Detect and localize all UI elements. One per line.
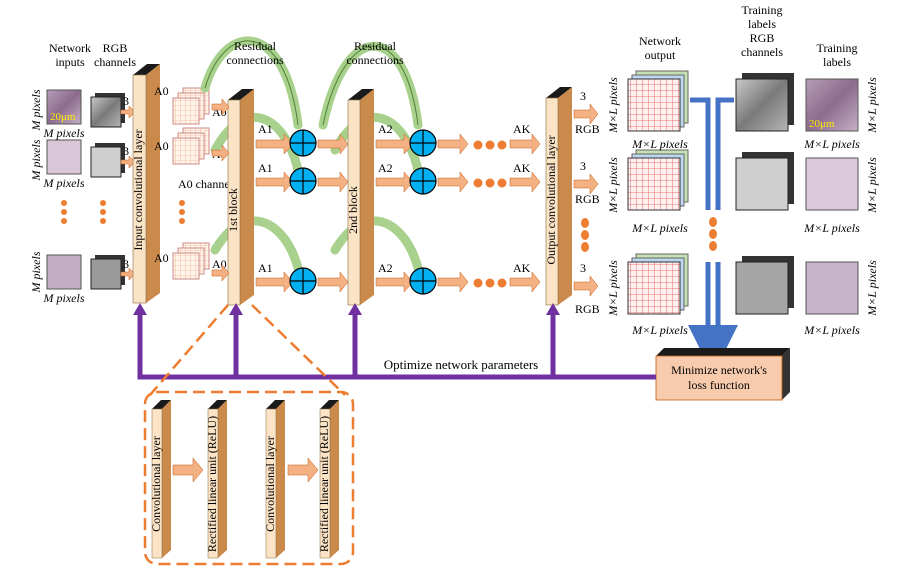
m-pixels-h2: M pixels — [43, 176, 85, 190]
relu-label-1: Rectified linear unit (ReLU) — [205, 416, 219, 552]
a2-label-2: A2 — [378, 161, 393, 175]
output-conv-layer: Output convolutional layer — [544, 87, 572, 306]
m-pixels-v3: M pixels — [29, 251, 43, 293]
a0-label-2: A0 — [154, 139, 169, 153]
ml-pixels-h1: M×L pixels — [631, 137, 688, 151]
first-block: 1st block — [226, 89, 254, 306]
residual-arc-outlines — [204, 40, 419, 126]
sum-node — [289, 129, 317, 157]
a1-label-2: A1 — [258, 161, 273, 175]
second-block: 2nd block — [346, 89, 374, 306]
ml-pixels-h6: M×L pixels — [803, 323, 860, 337]
relu-label-2: Rectified linear unit (ReLU) — [317, 416, 331, 552]
a0-channels-label: A0 channels — [178, 177, 238, 191]
ml-pixels-h4: M×L pixels — [803, 137, 860, 151]
sum-node — [409, 129, 437, 157]
detail-layer-2: Rectified linear unit (ReLU) — [205, 400, 227, 559]
out-three-3: 3 — [580, 261, 586, 275]
a1-label-1: A1 — [258, 122, 273, 136]
second-block-label: 2nd block — [346, 186, 360, 234]
detail-layer-4: Rectified linear unit (ReLU) — [317, 400, 339, 559]
input-ellipsis — [61, 200, 185, 224]
three-label-3: 3 — [123, 257, 129, 271]
a1-label-3: A1 — [258, 261, 273, 275]
zoom-lines — [149, 304, 346, 396]
m-pixels-h1: M pixels — [43, 126, 85, 140]
detail-layer-1: Convolutional layer — [149, 400, 171, 559]
ml-pixels-h3: M×L pixels — [631, 323, 688, 337]
input-tiles: 20μm — [46, 89, 125, 290]
ml-pixels-v5: M×L pixels — [865, 157, 879, 214]
detail-layer-3: Convolutional layer — [263, 400, 285, 559]
a2-label-3: A2 — [378, 261, 393, 275]
optimize-label: Optimize network parameters — [384, 357, 539, 372]
out-three-2: 3 — [580, 159, 586, 173]
a0-label-3: A0 — [154, 251, 169, 265]
ml-pixels-v1: M×L pixels — [606, 77, 620, 134]
block-ellipsis — [473, 140, 507, 288]
output-grids — [627, 70, 689, 315]
out-rgb-3: RGB — [575, 302, 600, 316]
sum-node — [289, 167, 317, 195]
optimize-feedback — [137, 312, 656, 380]
input-conv-layer-label: Input convolutional layer — [131, 129, 145, 250]
blue-connectors — [688, 97, 738, 365]
sum-node — [409, 167, 437, 195]
training-pixel-labels: M×L pixels M×L pixels M×L pixels M×L pix… — [803, 77, 879, 337]
flow-arrows — [172, 98, 599, 483]
ml-pixels-v6: M×L pixels — [865, 260, 879, 317]
sum-node — [409, 267, 437, 295]
output-conv-layer-label: Output convolutional layer — [544, 135, 558, 264]
ak-label-3: AK — [513, 261, 531, 275]
sum-node — [289, 267, 317, 295]
ml-pixels-v3: M×L pixels — [606, 260, 620, 317]
scale-bar-label: 20μm — [50, 111, 76, 123]
ml-pixels-v4: M×L pixels — [865, 77, 879, 134]
training-tiles: 20μm — [735, 73, 859, 315]
optimize-arrowheads — [133, 303, 560, 315]
out-three-1: 3 — [580, 89, 586, 103]
first-block-label: 1st block — [226, 188, 240, 232]
block-detail-box — [143, 390, 355, 566]
ml-pixels-h2: M×L pixels — [631, 221, 688, 235]
output-ellipsis — [581, 217, 717, 252]
m-pixels-v2: M pixels — [29, 139, 43, 181]
m-pixels-v1: M pixels — [29, 89, 43, 131]
conv-layer-label-2: Convolutional layer — [263, 436, 277, 532]
out-rgb-1: RGB — [575, 122, 600, 136]
ak-label-2: AK — [513, 161, 531, 175]
scale-bar-label-2: 20μm — [809, 118, 835, 130]
conv-layer-label-1: Convolutional layer — [149, 436, 163, 532]
a0-feature-maps — [172, 87, 210, 280]
sum-nodes — [289, 129, 437, 295]
ml-pixels-h5: M×L pixels — [803, 221, 860, 235]
input-pixel-labels: M pixels M pixels M pixels M pixels M pi… — [29, 89, 85, 305]
ml-pixels-v2: M×L pixels — [606, 157, 620, 214]
input-arrows: 3 3 3 — [120, 94, 136, 281]
three-label-2: 3 — [123, 144, 129, 158]
input-conv-layer: Input convolutional layer — [131, 64, 160, 304]
m-pixels-h3: M pixels — [43, 291, 85, 305]
a2-label-1: A2 — [378, 122, 393, 136]
ak-label-1: AK — [513, 122, 531, 136]
out-rgb-2: RGB — [575, 192, 600, 206]
output-pixel-labels: M×L pixels M×L pixels M×L pixels M×L pix… — [606, 77, 688, 337]
three-label-1: 3 — [123, 94, 129, 108]
a0-label-1: A0 — [154, 84, 169, 98]
